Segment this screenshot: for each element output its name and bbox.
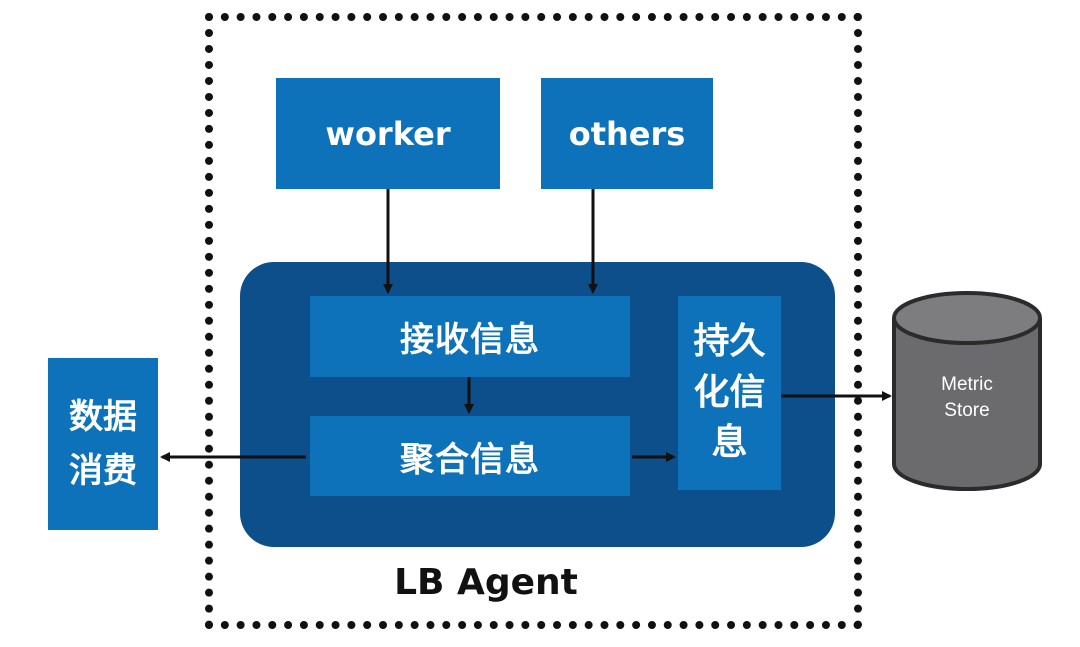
metric-store-label: Metric Store [903, 372, 1031, 423]
lb-agent-boundary [205, 13, 862, 629]
aggregate-node: 聚合信息 [310, 416, 630, 496]
worker-node: worker [276, 78, 500, 189]
metric-store-label-line1: Metric [941, 374, 993, 395]
persist-node: 持久化信息 [678, 296, 781, 490]
receive-node: 接收信息 [310, 296, 630, 377]
metric-store-label-line2: Store [944, 399, 990, 421]
consume-node: 数据消费 [48, 358, 158, 530]
lb-agent-label: LB Agent [394, 562, 578, 603]
metric-store-cylinder [892, 291, 1042, 491]
others-node: others [541, 78, 713, 189]
